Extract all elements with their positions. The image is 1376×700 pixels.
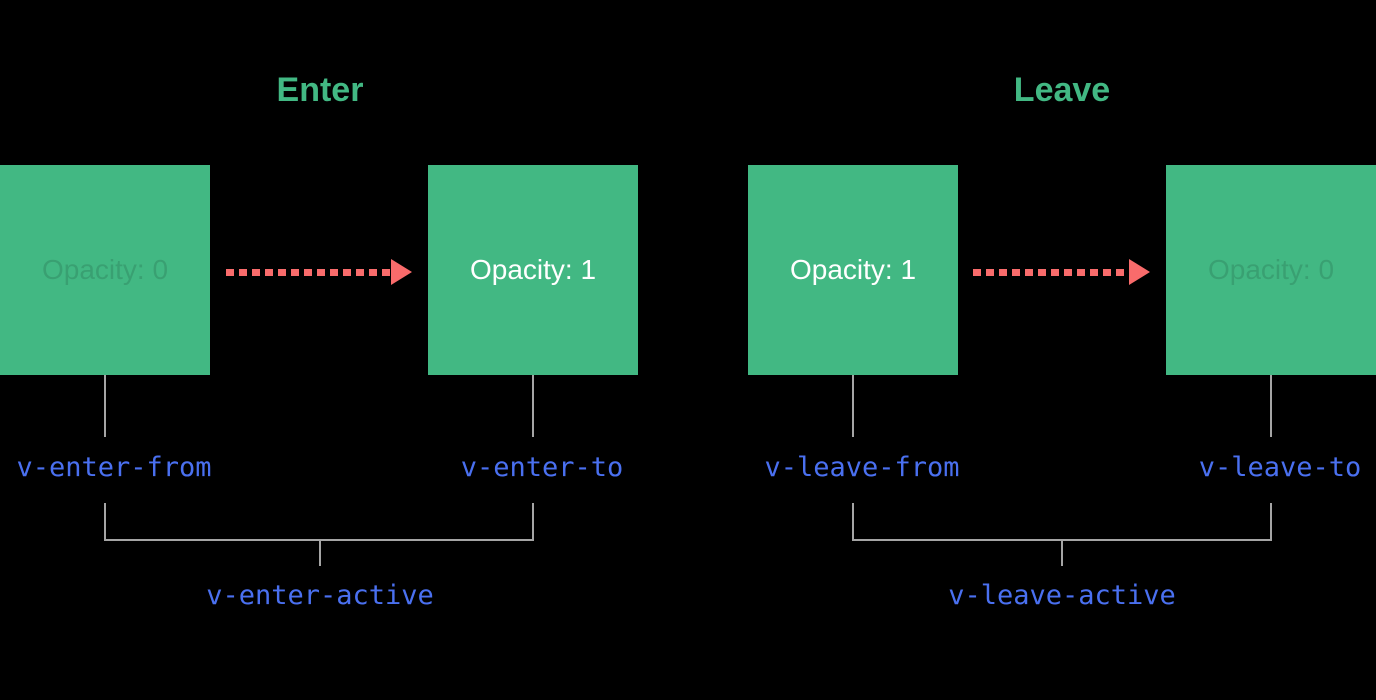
bracket-stem-line [319,541,321,566]
leave-active-class-label: v-leave-active [948,580,1176,611]
bracket-line [853,539,1271,541]
arrow-head-icon [1129,259,1150,285]
enter-from-class-label: v-enter-from [16,452,212,483]
leave-from-box: Opacity: 1 [748,165,958,375]
connector-line [1270,375,1272,437]
leave-title: Leave [1013,71,1111,109]
enter-to-box: Opacity: 1 [428,165,638,375]
enter-section: Enter Opacity: 0 Opacity: 1 v-enter-from… [0,0,638,700]
connector-line [104,375,106,437]
connector-line [532,375,534,437]
leave-to-class-label: v-leave-to [1198,452,1362,483]
arrow-dashed-line [226,268,391,276]
enter-active-class-label: v-enter-active [206,580,434,611]
leave-to-box-label: Opacity: 0 [1207,254,1335,285]
connector-line [852,503,854,541]
enter-title: Enter [276,71,364,109]
leave-from-class-label: v-leave-from [764,452,960,483]
connector-line [532,503,534,541]
enter-from-box-label: Opacity: 0 [41,254,169,285]
bracket-stem-line [1061,541,1063,566]
leave-from-box-label: Opacity: 1 [789,254,917,285]
enter-from-box: Opacity: 0 [0,165,210,375]
bracket-line [105,539,533,541]
connector-line [852,375,854,437]
leave-to-box: Opacity: 0 [1166,165,1376,375]
connector-line [104,503,106,541]
arrow-dashed-line [973,268,1129,276]
leave-section: Leave Opacity: 1 Opacity: 0 v-leave-from… [748,0,1376,700]
leave-transition-arrow [973,259,1150,285]
connector-line [1270,503,1272,541]
enter-to-class-label: v-enter-to [460,452,624,483]
arrow-head-icon [391,259,412,285]
enter-transition-arrow [226,259,412,285]
enter-to-box-label: Opacity: 1 [469,254,597,285]
